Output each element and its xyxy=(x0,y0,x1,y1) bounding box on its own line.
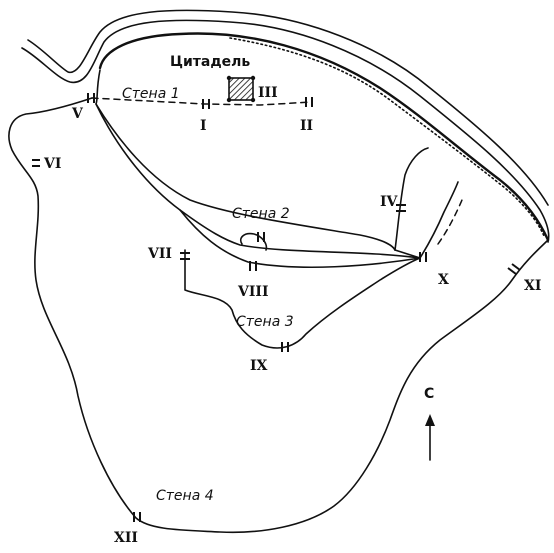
wall-4 xyxy=(8,97,549,534)
gate-X-label: X xyxy=(438,272,449,288)
north-letter: С xyxy=(424,386,434,402)
gate-III-label: III xyxy=(258,85,278,101)
citadel-label: Цитадель xyxy=(170,54,250,70)
wall-2 xyxy=(95,103,421,269)
gate-VII-label: VII xyxy=(147,246,172,262)
river xyxy=(21,9,550,243)
gate-II-label: II xyxy=(300,118,313,134)
gate-VIII-label: VIII xyxy=(237,284,269,300)
gate-V-label: V xyxy=(71,106,84,122)
wall-1 xyxy=(91,97,313,106)
wall-1-label: Стена 1 xyxy=(122,86,180,102)
gate-XI-label: XI xyxy=(524,278,541,294)
wall-citadel-east xyxy=(95,69,463,259)
wall-4-label: Стена 4 xyxy=(156,488,214,504)
gate-IV-label: IV xyxy=(380,194,399,210)
gate-VI-label: VI xyxy=(43,156,61,172)
citadel-building xyxy=(226,75,256,103)
wall-2-label: Стена 2 xyxy=(232,206,290,222)
gate-XII-label: XII xyxy=(114,530,138,546)
gate-I-label: I xyxy=(200,118,207,134)
citadel-wall xyxy=(98,32,550,242)
north-arrow xyxy=(425,414,435,461)
gate-IX-label: IX xyxy=(250,358,268,374)
wall-3 xyxy=(184,249,421,349)
wall-3-label: Стена 3 xyxy=(236,314,294,330)
gate-marks xyxy=(32,93,521,522)
